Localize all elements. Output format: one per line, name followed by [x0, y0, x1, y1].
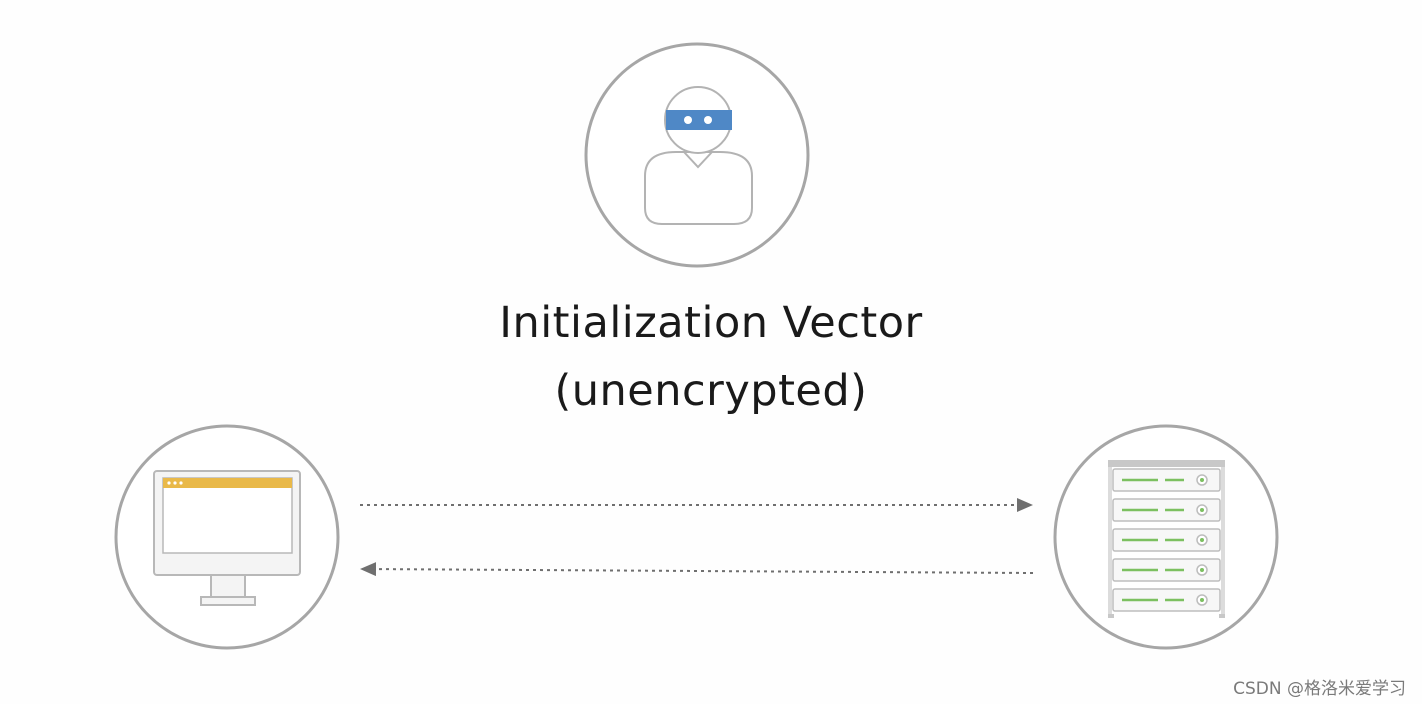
server-unit — [1112, 498, 1221, 522]
masked-person-icon — [644, 86, 753, 225]
server-to-client-arrow — [360, 562, 1034, 577]
computer-monitor-icon — [153, 470, 301, 606]
server-node — [1053, 424, 1279, 650]
server-unit — [1112, 528, 1221, 552]
server-unit — [1112, 468, 1221, 492]
diagram-title-line2: (unencrypted) — [554, 366, 868, 416]
server-rack-icon — [1108, 460, 1225, 618]
attacker-node — [584, 42, 810, 268]
server-unit — [1112, 558, 1221, 582]
server-unit — [1112, 588, 1221, 612]
watermark-text: CSDN @格洛米爱学习 — [1233, 679, 1406, 699]
client-node — [114, 424, 340, 650]
diagram-title-line1: Initialization Vector — [499, 298, 923, 348]
